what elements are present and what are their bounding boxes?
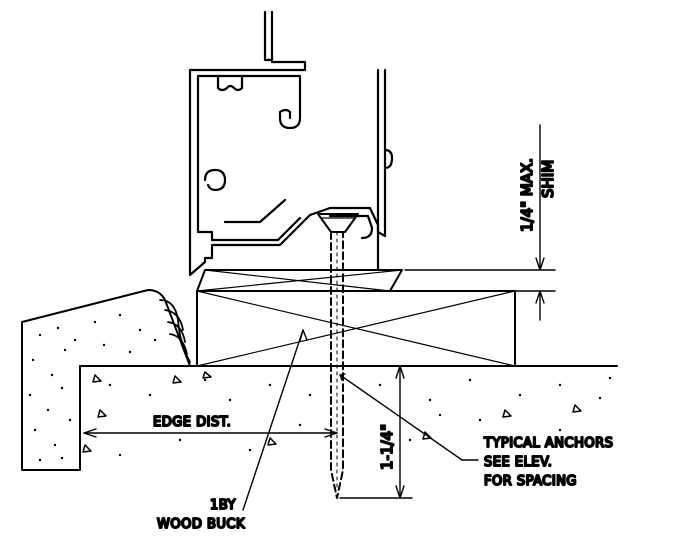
wood-buck bbox=[196, 290, 516, 367]
anchors-note-line1: TYPICAL ANCHORS bbox=[483, 436, 613, 451]
embedment-label: 1-1/4" bbox=[378, 424, 396, 470]
leader-lines bbox=[242, 329, 479, 511]
anchors-note-line3: FOR SPACING bbox=[484, 474, 577, 489]
window-frame-profile bbox=[188, 10, 394, 277]
buck-note-line1: 1BY bbox=[210, 498, 236, 513]
edge-distance-label: EDGE DIST. bbox=[153, 415, 231, 430]
anchor-screw bbox=[317, 213, 359, 499]
sealant-joint bbox=[159, 299, 191, 363]
shim-max-label: 1/4" MAX. bbox=[518, 158, 536, 232]
concrete-stipple bbox=[28, 313, 612, 462]
concrete-aggregate-triangles bbox=[82, 371, 582, 453]
concrete-wall bbox=[21, 289, 191, 471]
embedment-dimension bbox=[339, 365, 413, 499]
shim-dimension bbox=[404, 124, 556, 321]
shim-label: SHIM bbox=[539, 160, 557, 198]
shim bbox=[196, 269, 403, 292]
buck-note-line2: WOOD BUCK bbox=[157, 517, 245, 532]
edge-distance-dimension bbox=[83, 428, 338, 438]
anchors-note-line2: SEE ELEV. bbox=[484, 455, 552, 470]
